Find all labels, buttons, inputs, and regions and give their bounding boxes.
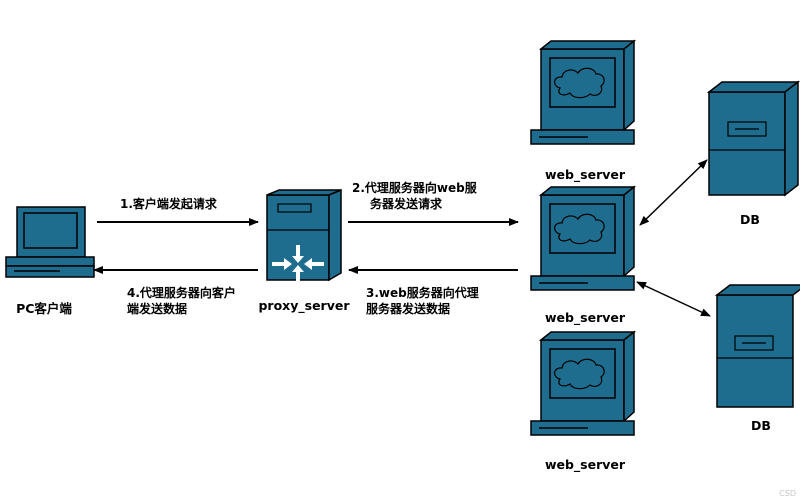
db-top-icon	[706, 80, 800, 197]
step3-line1: 3.web服务器向代理	[366, 286, 479, 300]
pc-client-label: PC客户端	[16, 301, 72, 316]
step2-line1: 2.代理服务器向web服	[352, 181, 477, 195]
web-server-bottom-icon	[530, 330, 637, 436]
step1-label: 1.客户端发起请求	[120, 196, 217, 212]
arrow-web-db-bottom	[636, 281, 711, 317]
step4-label: 4.代理服务器向客户 端发送数据	[127, 285, 236, 317]
web-server-middle-icon	[530, 185, 637, 291]
step4-line2: 端发送数据	[127, 302, 188, 316]
pc-client-icon	[5, 206, 95, 278]
web-server-top-label: web_server	[544, 167, 626, 182]
watermark: CSD	[779, 489, 796, 498]
step4-line1: 4.代理服务器向客户	[127, 286, 236, 300]
step1-line1: 1.客户端发起请求	[120, 197, 217, 211]
step3-label: 3.web服务器向代理 服务器发送数据	[366, 285, 479, 317]
db-bottom-icon	[714, 284, 800, 408]
step3-line2: 服务器发送数据	[366, 302, 451, 316]
proxy-server-label: proxy_server	[258, 298, 350, 313]
web-server-top-icon	[530, 39, 637, 145]
arrow-web-db-top	[639, 159, 708, 226]
web-server-bottom-label: web_server	[544, 457, 626, 472]
proxy-server-icon	[266, 188, 342, 283]
db-bottom-label: DB	[751, 418, 771, 433]
step2-label: 2.代理服务器向web服 务器发送请求	[352, 180, 477, 212]
step2-line2: 务器发送请求	[370, 197, 443, 211]
web-server-middle-label: web_server	[544, 310, 626, 325]
db-top-label: DB	[740, 212, 760, 227]
